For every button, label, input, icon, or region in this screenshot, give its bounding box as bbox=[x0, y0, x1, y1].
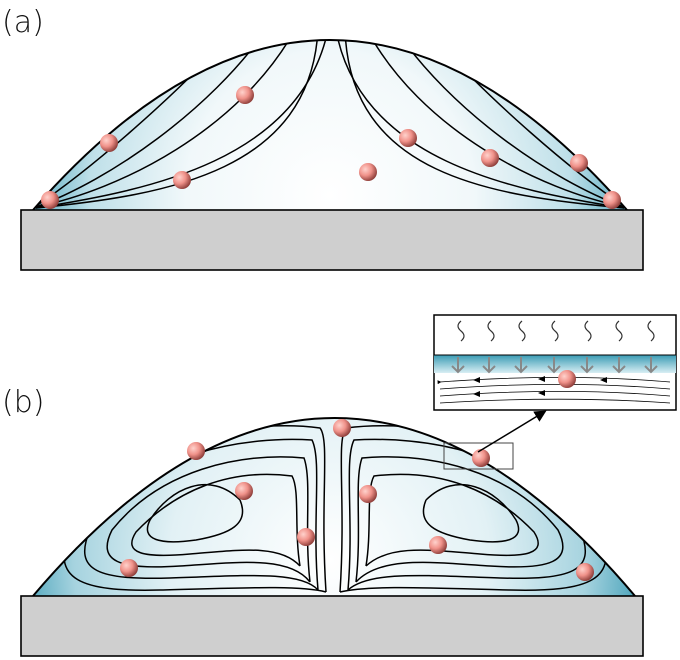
particles-a bbox=[41, 86, 621, 209]
arrow-down-icon bbox=[644, 357, 658, 374]
wavy-line-icon bbox=[615, 320, 623, 342]
wavy-line-icon bbox=[518, 320, 526, 342]
particle bbox=[603, 191, 621, 209]
particle bbox=[399, 129, 417, 147]
particle bbox=[359, 485, 377, 503]
droplet-a-outline bbox=[32, 39, 628, 211]
inset-zoom bbox=[433, 314, 677, 411]
particle bbox=[472, 449, 490, 467]
particle bbox=[429, 536, 447, 554]
particle bbox=[570, 154, 588, 172]
flow-arrow-icon bbox=[473, 391, 480, 397]
particles-b bbox=[120, 419, 594, 581]
arrow-down-icon bbox=[514, 357, 528, 374]
arrow-down-icon bbox=[451, 357, 465, 374]
wavy-line-icon bbox=[551, 320, 559, 342]
particle bbox=[333, 419, 351, 437]
droplet-b-outline bbox=[32, 417, 636, 597]
arrow-down-icon bbox=[482, 357, 496, 374]
flow-arrow-icon bbox=[473, 377, 480, 383]
particle bbox=[41, 191, 59, 209]
inset-particle bbox=[558, 370, 576, 388]
evaporation-arrows bbox=[451, 357, 658, 374]
substrate-a bbox=[20, 209, 644, 271]
substrate-b bbox=[20, 595, 644, 657]
arrow-down-icon bbox=[612, 357, 626, 374]
flow-arrow-icon bbox=[600, 377, 607, 383]
zoom-arrow bbox=[477, 410, 547, 453]
panel-b-label: (b) bbox=[2, 385, 44, 420]
particle bbox=[236, 86, 254, 104]
particle bbox=[359, 163, 377, 181]
flow-arrow-icon bbox=[538, 390, 545, 396]
zoom-region-box bbox=[443, 442, 514, 470]
arrow-down-icon bbox=[547, 357, 561, 374]
panel-a: (a) bbox=[2, 5, 644, 271]
panel-a-label: (a) bbox=[2, 5, 44, 40]
panel-b: (b) bbox=[2, 314, 677, 657]
flow-arrow-icon bbox=[538, 376, 545, 382]
particle bbox=[187, 442, 205, 460]
evaporation-waves bbox=[457, 320, 655, 342]
particle bbox=[235, 482, 253, 500]
particle bbox=[576, 563, 594, 581]
wavy-line-icon bbox=[457, 320, 465, 342]
particle bbox=[120, 559, 138, 577]
particle bbox=[173, 171, 191, 189]
particle bbox=[100, 134, 118, 152]
particle bbox=[297, 528, 315, 546]
arrow-down-icon bbox=[580, 357, 594, 374]
wavy-line-icon bbox=[487, 320, 495, 342]
particle bbox=[481, 149, 499, 167]
wavy-line-icon bbox=[647, 320, 655, 342]
wavy-line-icon bbox=[584, 320, 592, 342]
droplet-a bbox=[33, 40, 627, 210]
